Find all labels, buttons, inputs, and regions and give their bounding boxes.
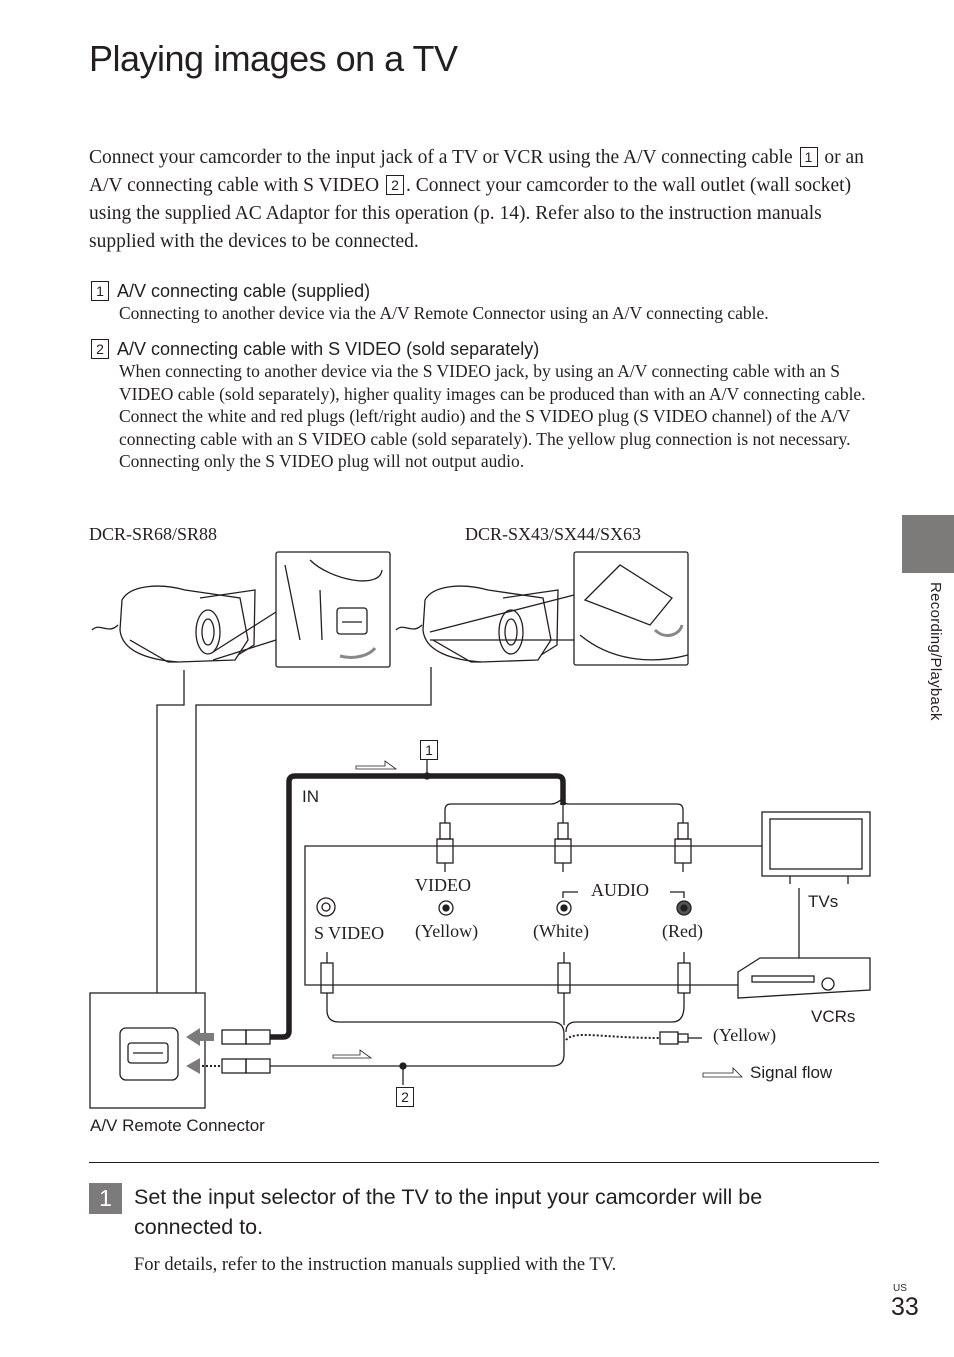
plug-white-top-icon: [554, 822, 572, 872]
cable-item-1: 1 A/V connecting cable (supplied) Connect…: [91, 280, 881, 325]
cable-item-2: 2 A/V connecting cable with S VIDEO (sold…: [91, 338, 881, 473]
intro-text-1: Connect your camcorder to the input jack…: [89, 147, 798, 168]
plug-svideo-bottom-icon: [320, 952, 334, 1010]
page-title: Playing images on a TV: [89, 38, 458, 79]
plug-yellow-unused-icon: [659, 1031, 702, 1045]
cable-item-1-number: 1: [91, 281, 109, 301]
cable-item-1-body: Connecting to another device via the A/V…: [119, 303, 769, 323]
intro-text-3: . Connect your camcorder to the wall out…: [89, 175, 852, 252]
av-remote-connector-box: [89, 992, 206, 1109]
vcrs-label: VCRs: [811, 1007, 856, 1026]
camcorder-left-icon: [91, 551, 391, 668]
intro-ref-box-1: 1: [799, 147, 818, 167]
signal-arrow-top-icon: [355, 760, 398, 770]
step-number-badge: 1: [89, 1183, 122, 1214]
cable-item-2-heading: A/V connecting cable with S VIDEO (sold …: [117, 339, 540, 359]
plug-cable1-connector-icon: [221, 1029, 271, 1045]
plug-red-bottom-icon: [677, 952, 691, 1006]
yellow-plug-label: (Yellow): [713, 1025, 777, 1045]
svideo-label: S VIDEO: [314, 923, 385, 943]
cable2-number-box: 2: [396, 1087, 414, 1107]
cable1-number-box: 1: [420, 740, 438, 760]
step-note: For details, refer to the instruction ma…: [134, 1255, 617, 1275]
jack-audio-right-icon: [676, 900, 692, 916]
video-label: VIDEO: [415, 875, 471, 895]
audio-label: AUDIO: [591, 880, 649, 900]
signal-flow-label: Signal flow: [750, 1063, 833, 1082]
page-number: 33: [891, 1293, 919, 1321]
cable-item-2-body: When connecting to another device via th…: [119, 361, 866, 471]
step-instruction: Set the input selector of the TV to the …: [134, 1185, 763, 1239]
intro-text-2: or an A/V connecting cable with S VIDEO: [89, 147, 864, 196]
section-tab-label: Recording/Playback: [927, 582, 944, 721]
model-label-left: DCR-SR68/SR88: [89, 524, 218, 544]
arrow-into-connector-2-icon: [186, 1058, 200, 1074]
vcr-icon: [737, 957, 871, 999]
page-region-label: US: [893, 1283, 907, 1294]
tvs-label: TVs: [808, 892, 839, 911]
signal-arrow-bottom-icon: [332, 1049, 373, 1059]
plug-white-bottom-icon: [557, 952, 571, 1025]
plug-red-top-icon: [674, 822, 692, 872]
cable-item-2-number: 2: [91, 339, 109, 359]
tv-icon: [761, 811, 871, 884]
av-remote-connector-label: A/V Remote Connector: [90, 1116, 265, 1135]
cable-item-1-heading: A/V connecting cable (supplied): [117, 281, 371, 301]
camcorder-right-icon: [395, 551, 689, 666]
intro-ref-box-2: 2: [385, 175, 404, 195]
video-color-label: (Yellow): [415, 921, 479, 941]
plug-yellow-top-icon: [436, 822, 454, 872]
model-label-right: DCR-SX43/SX44/SX63: [465, 524, 642, 544]
in-label: IN: [302, 787, 319, 806]
audio-white-label: (White): [533, 921, 589, 941]
jack-audio-left-icon: [556, 900, 572, 916]
signal-flow-legend-icon: [702, 1067, 743, 1078]
section-tab-marker: [902, 515, 954, 573]
intro-paragraph: Connect your camcorder to the input jack…: [89, 144, 889, 256]
jack-video-icon: [438, 900, 454, 916]
audio-red-label: (Red): [662, 921, 703, 941]
connection-diagram: [89, 551, 871, 1109]
section-divider: [89, 1162, 879, 1163]
plug-cable2-connector-icon: [221, 1058, 271, 1074]
arrow-into-connector-icon: [186, 1028, 214, 1046]
jack-svideo-icon: [316, 897, 336, 917]
